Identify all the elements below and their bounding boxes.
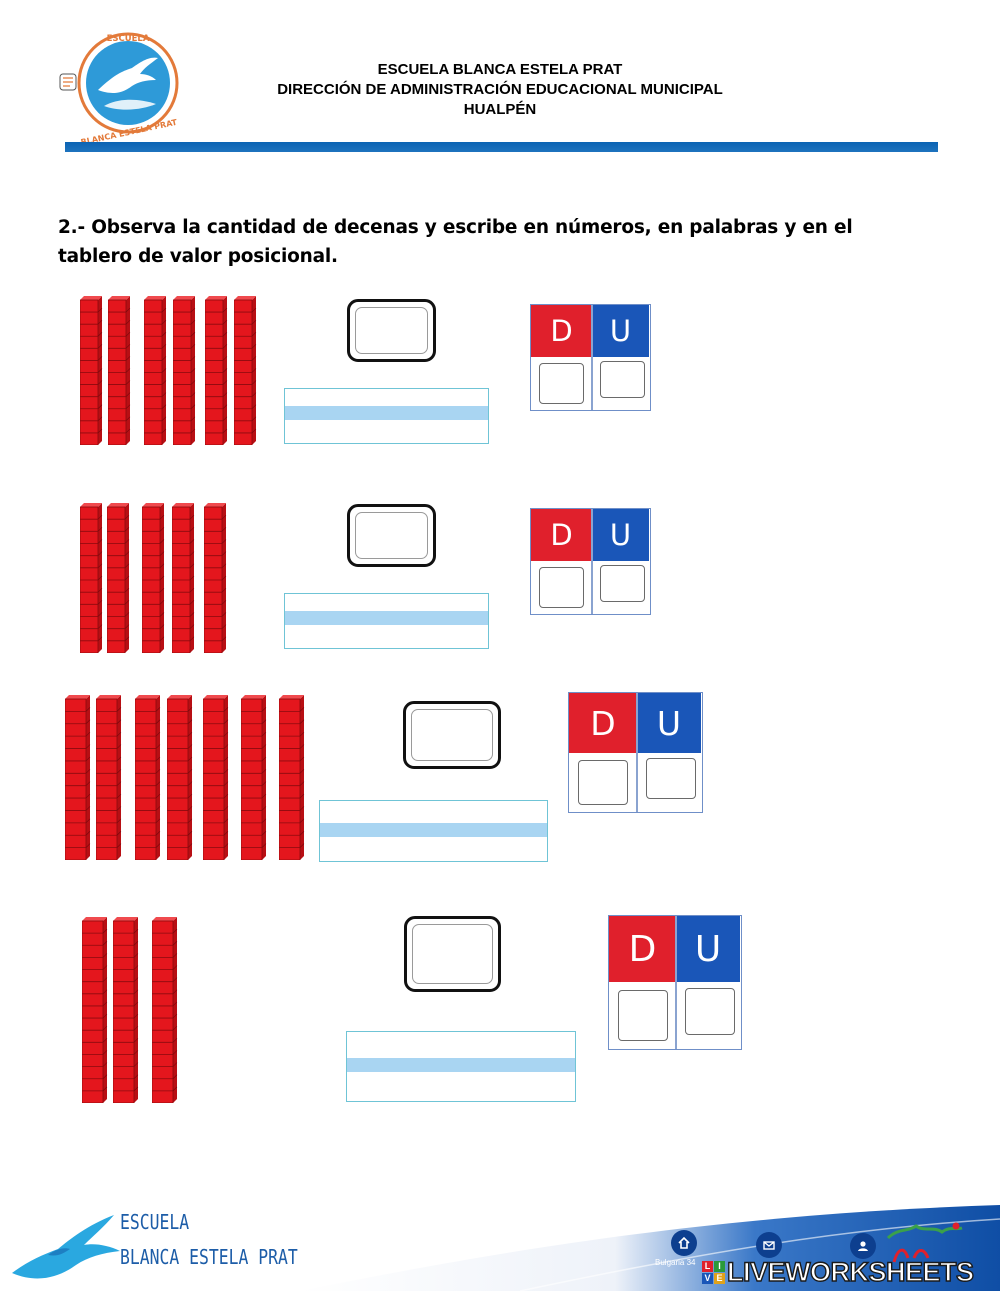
tens-rod: [203, 695, 229, 860]
tens-input[interactable]: [578, 760, 628, 805]
header-rule: [65, 142, 938, 152]
units-input[interactable]: [600, 361, 645, 398]
footer-address: Bulgaria 34: [655, 1258, 696, 1267]
tens-header: D: [531, 509, 592, 561]
words-answer-box: [346, 1031, 576, 1102]
column-separator: [636, 693, 638, 812]
tens-rod: [144, 296, 167, 445]
header-line-1: ESCUELA BLANCA ESTELA PRAT: [377, 61, 623, 78]
tens-rod: [108, 296, 131, 445]
footer: ESCUELA BLANCA ESTELA PRAT: [0, 1195, 1000, 1291]
words-band: [320, 823, 547, 837]
watermark-grid: L I V E: [702, 1261, 725, 1284]
column-separator: [675, 916, 677, 1049]
liveworksheets-watermark: L I V E LIVEWORKSHEETS: [702, 1256, 975, 1288]
tens-header: D: [569, 693, 637, 753]
logo-text-top: ESCUELA: [107, 34, 150, 44]
instruction-text: 2.- Observa la cantidad de decenas y esc…: [58, 217, 853, 267]
column-separator: [591, 305, 593, 410]
number-input[interactable]: [355, 512, 428, 559]
tens-rod: [234, 296, 257, 445]
units-header: U: [592, 509, 649, 561]
tens-input[interactable]: [618, 990, 668, 1041]
tens-rod: [107, 503, 130, 653]
tens-rod: [96, 695, 122, 860]
tens-rod: [204, 503, 227, 653]
tens-rod: [167, 695, 193, 860]
tens-rod: [82, 917, 108, 1103]
tens-header: D: [609, 916, 676, 982]
tens-rod: [241, 695, 267, 860]
number-input[interactable]: [411, 709, 493, 761]
column-separator: [591, 509, 593, 614]
number-answer-box[interactable]: [404, 916, 501, 992]
footer-school-line-2: BLANCA ESTELA PRAT: [120, 1245, 298, 1269]
header-text: ESCUELA BLANCA ESTELA PRAT DIRECCIÓN DE …: [0, 60, 1000, 120]
number-answer-box[interactable]: [347, 504, 436, 567]
header-line-2: DIRECCIÓN DE ADMINISTRACIÓN EDUCACIONAL …: [277, 81, 723, 98]
tens-rod: [80, 296, 103, 445]
words-band: [285, 611, 488, 625]
tens-input[interactable]: [539, 567, 584, 608]
number-answer-box[interactable]: [403, 701, 501, 769]
tens-input[interactable]: [539, 363, 584, 404]
tens-rod: [80, 503, 103, 653]
footer-school-line-1: ESCUELA: [120, 1210, 190, 1234]
home-icon: [671, 1230, 697, 1256]
units-input[interactable]: [600, 565, 645, 602]
words-band: [347, 1058, 575, 1072]
header-line-3: HUALPÉN: [463, 101, 537, 118]
units-header: U: [637, 693, 701, 753]
number-answer-box[interactable]: [347, 299, 436, 362]
units-input[interactable]: [685, 988, 735, 1035]
words-answer-box: [319, 800, 548, 862]
tens-rod: [142, 503, 165, 653]
user-icon: [850, 1233, 876, 1259]
units-header: U: [676, 916, 740, 982]
tens-rod: [135, 695, 161, 860]
number-input[interactable]: [412, 924, 493, 984]
mail-icon: [756, 1232, 782, 1258]
words-answer-box: [284, 593, 489, 649]
tens-header: D: [531, 305, 592, 357]
tens-rod: [279, 695, 305, 860]
tens-rod: [152, 917, 178, 1103]
school-logo: ESCUELA BLANCA ESTELA PRAT: [59, 32, 179, 143]
words-answer-box: [284, 388, 489, 444]
municipality-logo: [886, 1222, 963, 1263]
tens-rod: [205, 296, 228, 445]
words-input[interactable]: [0, 0, 168, 22]
tens-rod: [113, 917, 139, 1103]
tens-rod: [172, 503, 195, 653]
tens-rod: [65, 695, 91, 860]
units-input[interactable]: [646, 758, 696, 799]
tens-rod: [173, 296, 196, 445]
watermark-text: LIVEWORKSHEETS: [726, 1256, 974, 1287]
units-header: U: [592, 305, 649, 357]
words-band: [285, 406, 488, 420]
seagull-icon: [12, 1215, 120, 1279]
number-input[interactable]: [355, 307, 428, 354]
